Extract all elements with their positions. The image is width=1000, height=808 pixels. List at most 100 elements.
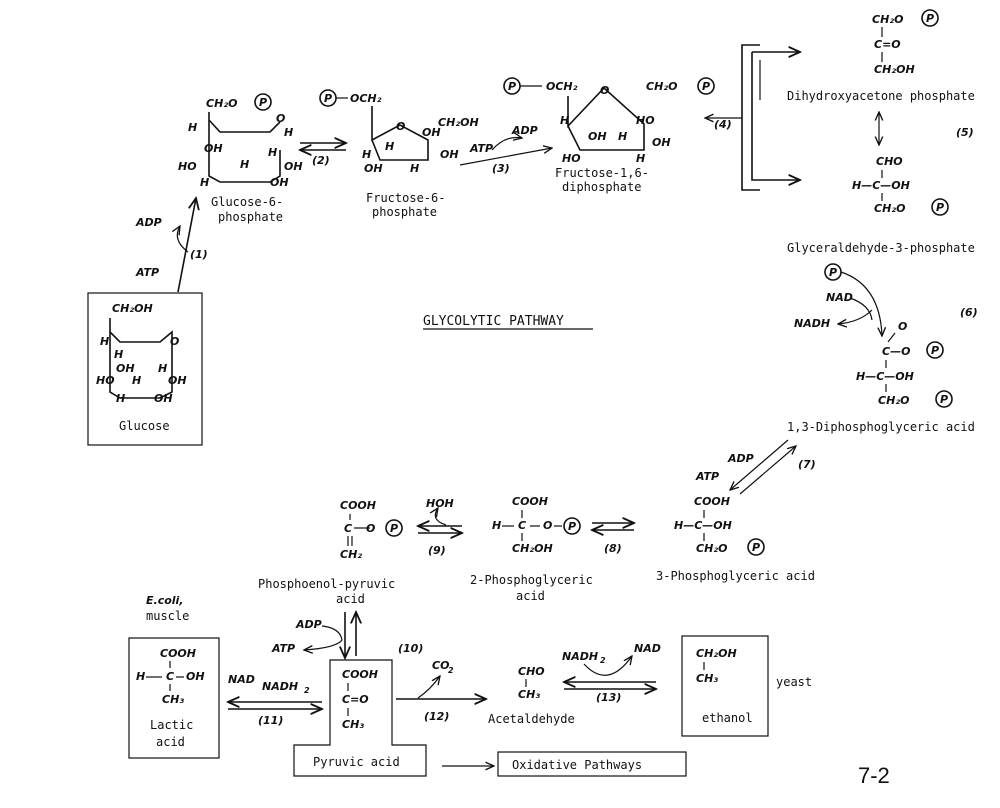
ethanol-box: CH₂OH CH₃ ethanol yeast [681, 635, 812, 737]
step-2: (2) [300, 143, 346, 167]
svg-text:(12): (12) [424, 710, 449, 723]
phosphoenol-pyruvic-acid: COOH C O P CH₂ Phosphoenol-pyruvic acid [258, 499, 403, 606]
svg-text:P: P [940, 393, 948, 406]
svg-text:CH₂O: CH₂O [696, 542, 727, 555]
svg-text:P: P [702, 80, 710, 93]
svg-text:OH: OH [168, 374, 187, 387]
svg-text:Fructose-1,6-: Fructose-1,6- [555, 166, 649, 180]
svg-text:(10): (10) [398, 642, 423, 655]
step-11: NAD NADH 2 (11) [228, 673, 322, 727]
svg-text:C—O: C—O [882, 345, 910, 358]
svg-text:NAD: NAD [826, 291, 853, 304]
svg-text:NAD: NAD [228, 673, 255, 686]
svg-text:OH: OH [116, 362, 135, 375]
svg-text:H: H [385, 140, 394, 153]
glucose-label: Glucose [119, 419, 170, 433]
svg-text:COOH: COOH [340, 499, 376, 512]
svg-text:acid: acid [156, 735, 185, 749]
svg-text:CH₂: CH₂ [340, 548, 362, 561]
svg-text:H—C—OH: H—C—OH [856, 370, 914, 383]
pyruvic-label: Pyruvic acid [313, 755, 400, 769]
pyruvic-acid-box: COOH C=O CH₃ Pyruvic acid [293, 659, 427, 777]
svg-text:CH₂O: CH₂O [872, 13, 903, 26]
step-9: HOH (9) [418, 497, 462, 557]
svg-text:H: H [132, 374, 141, 387]
svg-text:CHO: CHO [876, 155, 903, 168]
svg-text:2-Phosphoglyceric: 2-Phosphoglyceric [470, 573, 593, 587]
svg-text:ATP: ATP [695, 470, 719, 483]
svg-text:OH: OH [364, 162, 383, 175]
svg-text:HO: HO [178, 160, 197, 173]
svg-text:Fructose-6-: Fructose-6- [366, 191, 445, 205]
svg-text:H: H [268, 146, 277, 159]
svg-text:CH₃: CH₃ [342, 718, 364, 731]
svg-text:GLYCOLYTIC PATHWAY: GLYCOLYTIC PATHWAY [423, 314, 564, 329]
svg-text:NADH: NADH [562, 650, 598, 663]
svg-text:(11): (11) [258, 714, 283, 727]
svg-text:(4): (4) [714, 118, 732, 131]
svg-text:COOH: COOH [512, 495, 548, 508]
svg-text:3-Phosphoglyceric acid: 3-Phosphoglyceric acid [656, 569, 815, 583]
fructose-6-phosphate: P OCH₂ O CH₂OH H H OH OH H OH Fructose-6… [319, 89, 479, 219]
svg-text:(13): (13) [596, 691, 621, 704]
svg-text:Phosphoenol-pyruvic: Phosphoenol-pyruvic [258, 577, 395, 591]
svg-text:H: H [636, 152, 645, 165]
svg-text:O: O [543, 519, 552, 532]
svg-text:ADP: ADP [135, 216, 162, 229]
step-6: P NAD NADH (6) [794, 263, 978, 336]
svg-text:(2): (2) [312, 154, 330, 167]
svg-text:C=O: C=O [342, 693, 369, 706]
svg-text:HO: HO [96, 374, 115, 387]
diagram-title: GLYCOLYTIC PATHWAY [423, 314, 593, 330]
svg-text:OH: OH [440, 148, 459, 161]
svg-text:Oxidative Pathways: Oxidative Pathways [512, 758, 642, 772]
svg-text:O: O [170, 335, 179, 348]
slide-number: 7-2 [858, 763, 890, 788]
svg-text:P: P [568, 520, 576, 533]
svg-text:CH₂OH: CH₂OH [696, 647, 737, 660]
step-10: ADP ATP (10) [271, 612, 423, 658]
svg-text:COOH: COOH [160, 647, 196, 660]
svg-text:Glyceraldehyde-3-phosphate: Glyceraldehyde-3-phosphate [787, 241, 975, 255]
svg-text:diphosphate: diphosphate [562, 180, 641, 194]
svg-text:CH₂OH: CH₂OH [438, 116, 479, 129]
svg-text:P: P [752, 541, 760, 554]
svg-text:H: H [136, 670, 145, 683]
svg-text:P: P [508, 80, 516, 93]
svg-text:O: O [276, 112, 285, 125]
svg-text:H: H [362, 148, 371, 161]
svg-text:HO: HO [562, 152, 581, 165]
svg-text:OH: OH [422, 126, 441, 139]
step-13: NADH 2 NAD (13) [562, 642, 661, 704]
fructose-1-6-diphosphate: P OCH₂ O CH₂O P H HO OH H OH HO H Fructo… [503, 77, 715, 194]
svg-text:OH: OH [186, 670, 205, 683]
lactic-acid-box: E.coli, muscle COOH H C OH CH₃ Lactic ac… [128, 594, 220, 759]
svg-text:OH: OH [652, 136, 671, 149]
svg-text:(9): (9) [428, 544, 446, 557]
svg-text:NADH: NADH [262, 680, 298, 693]
step-12: CO 2 (12) [396, 659, 486, 723]
svg-text:OH: OH [284, 160, 303, 173]
svg-text:(8): (8) [604, 542, 622, 555]
svg-text:CH₃: CH₃ [696, 672, 718, 685]
svg-text:OH: OH [204, 142, 223, 155]
svg-text:OH: OH [154, 392, 173, 405]
svg-text:(3): (3) [492, 162, 510, 175]
2-phosphoglyceric-acid: COOH H C O P CH₂OH 2-Phosphoglyceric aci… [470, 495, 593, 603]
svg-text:yeast: yeast [776, 675, 812, 689]
svg-text:ADP: ADP [295, 618, 322, 631]
svg-text:C: C [518, 519, 526, 532]
svg-text:acid: acid [336, 592, 365, 606]
svg-text:OH: OH [588, 130, 607, 143]
svg-text:NAD: NAD [634, 642, 661, 655]
svg-text:ADP: ADP [511, 124, 538, 137]
svg-text:ethanol: ethanol [702, 711, 753, 725]
svg-text:P: P [936, 201, 944, 214]
svg-text:HO: HO [636, 114, 655, 127]
svg-text:H: H [240, 158, 249, 171]
svg-text:P: P [931, 344, 939, 357]
svg-text:ADP: ADP [727, 452, 754, 465]
svg-text:2: 2 [304, 686, 310, 695]
step-5: (5) [879, 112, 974, 145]
svg-text:H—C—OH: H—C—OH [674, 519, 732, 532]
